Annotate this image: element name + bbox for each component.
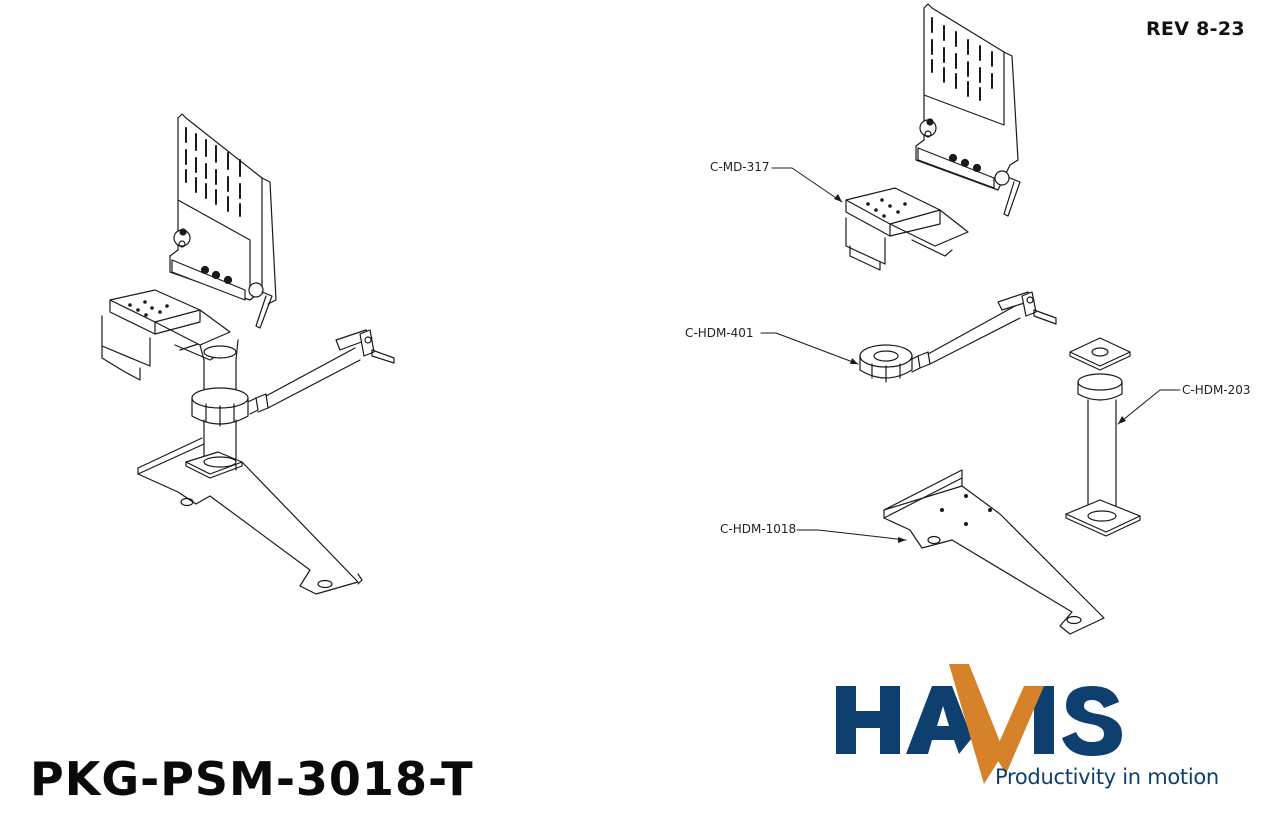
brand-tagline: Productivity in motion — [995, 765, 1219, 789]
part-c-hdm-203-drawing — [1065, 337, 1141, 537]
part-c-hdm-1018-drawing — [883, 469, 1105, 635]
callout-c-hdm-203: C-HDM-203 — [1182, 383, 1251, 397]
callout-c-md-317: C-MD-317 — [710, 160, 770, 174]
callout-c-hdm-401: C-HDM-401 — [685, 326, 754, 340]
part-c-hdm-401-drawing — [859, 291, 1057, 383]
assembled-mount-drawing — [101, 113, 395, 595]
part-c-md-317-drawing — [845, 3, 1021, 271]
revision-label: REV 8-23 — [1146, 18, 1245, 40]
callout-leaders — [760, 167, 1181, 541]
havis-logo — [836, 664, 1122, 784]
callout-c-hdm-1018: C-HDM-1018 — [720, 522, 797, 536]
model-number-title: PKG-PSM-3018-T — [30, 752, 474, 806]
